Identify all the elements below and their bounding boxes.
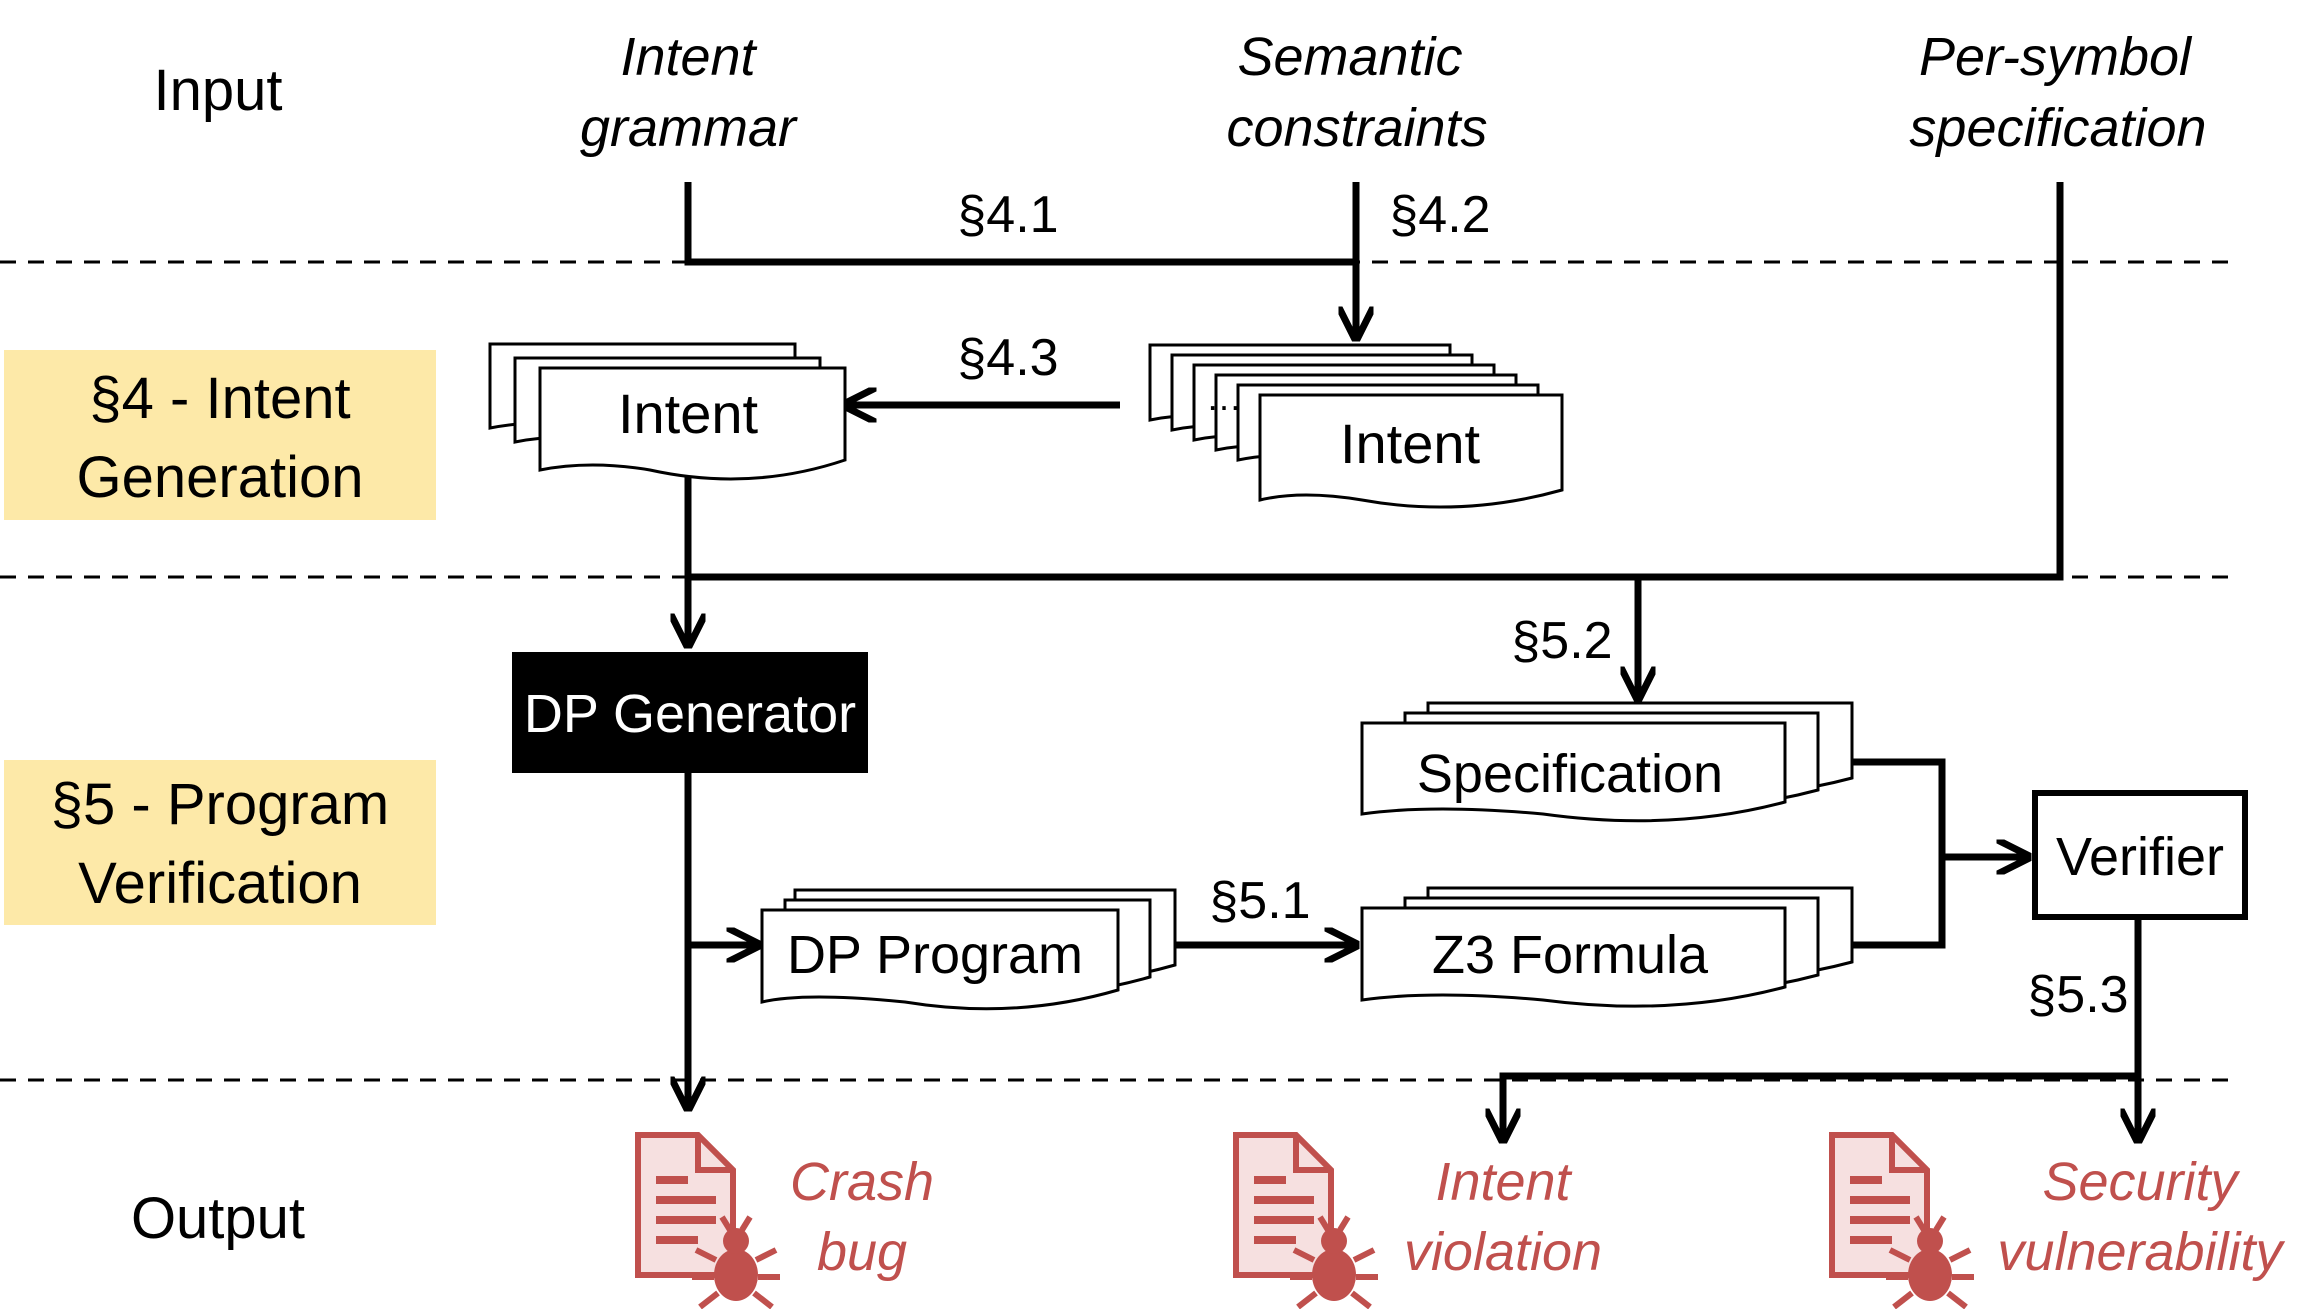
grammar-to-constraints-line bbox=[684, 182, 1356, 266]
input-per-symbol-line2: specification bbox=[1909, 98, 2206, 158]
intent-right-dots: … bbox=[1206, 377, 1242, 418]
dp-program-document-stack bbox=[760, 888, 1177, 1011]
row-label-output: Output bbox=[131, 1186, 305, 1251]
output-security-vulnerability-line1: Security bbox=[2042, 1152, 2240, 1212]
output-crash-bug-line1: Crash bbox=[790, 1152, 934, 1212]
input-intent-grammar-line1: Intent bbox=[620, 27, 757, 87]
bug-report-icon bbox=[1236, 1135, 1378, 1307]
output-intent-violation-line1: Intent bbox=[1435, 1152, 1572, 1212]
row-label-intent-generation-line1: §4 - Intent bbox=[89, 366, 350, 431]
spec-input-line bbox=[688, 182, 2064, 581]
verifier-box bbox=[2032, 790, 2248, 920]
bug-report-icon bbox=[1832, 1135, 1974, 1307]
specification-document-stack bbox=[1360, 701, 1854, 823]
ref-4-2: §4.2 bbox=[1389, 186, 1490, 244]
ref-4-1: §4.1 bbox=[957, 186, 1058, 244]
ref-5-1: §5.1 bbox=[1209, 872, 1310, 930]
verifier-to-violation-arrow bbox=[1503, 1072, 2138, 1140]
input-intent-grammar-line2: grammar bbox=[580, 98, 798, 158]
intent-document-stack-left bbox=[488, 342, 847, 481]
z3-formula-label: Z3 Formula bbox=[1432, 925, 1709, 985]
dp-program-label: DP Program bbox=[787, 925, 1083, 985]
bug-report-icon bbox=[638, 1135, 780, 1307]
connectors bbox=[688, 182, 2138, 1140]
z3-formula-document-stack bbox=[1360, 886, 1854, 1008]
specification-label: Specification bbox=[1417, 744, 1723, 804]
input-semantic-constraints-line2: constraints bbox=[1226, 98, 1487, 158]
input-semantic-constraints-line1: Semantic bbox=[1237, 27, 1462, 87]
dp-generator-box bbox=[512, 652, 868, 773]
row-label-input: Input bbox=[154, 58, 283, 123]
intent-right-label: Intent bbox=[1340, 412, 1481, 475]
input-per-symbol-line1: Per-symbol bbox=[1919, 27, 2193, 87]
spec-to-verifier-line bbox=[1850, 758, 1946, 949]
intent-left-label: Intent bbox=[618, 382, 759, 445]
row-label-intent-generation-bg bbox=[4, 350, 436, 520]
ref-5-3: §5.3 bbox=[2027, 966, 2128, 1024]
row-label-program-verification-line1: §5 - Program bbox=[51, 772, 389, 837]
output-crash-bug-line2: bug bbox=[817, 1222, 907, 1282]
intent-document-stack-right bbox=[1148, 343, 1564, 509]
row-label-program-verification-bg bbox=[4, 760, 436, 925]
row-label-program-verification-line2: Verification bbox=[78, 851, 362, 916]
row-label-intent-generation-line2: Generation bbox=[77, 445, 364, 510]
output-intent-violation-line2: violation bbox=[1404, 1222, 1602, 1282]
output-security-vulnerability-line2: vulnerability bbox=[1997, 1222, 2285, 1282]
dp-generator-label: DP Generator bbox=[524, 684, 856, 744]
verifier-label: Verifier bbox=[2056, 827, 2224, 887]
ref-5-2: §5.2 bbox=[1511, 612, 1612, 670]
ref-4-3: §4.3 bbox=[957, 329, 1058, 387]
